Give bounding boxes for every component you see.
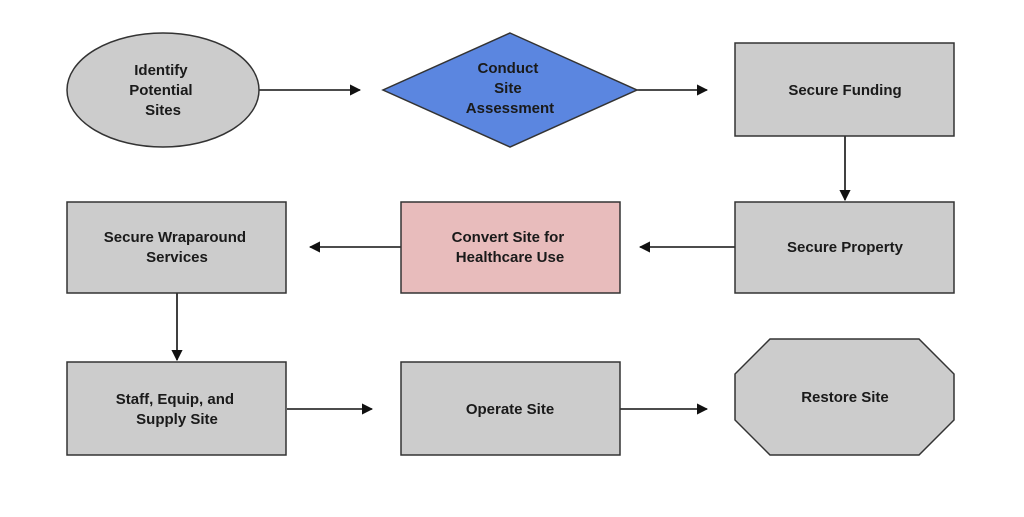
node-label: Convert Site for Healthcare Use — [452, 229, 569, 266]
node-secure-wraparound-services: Secure Wraparound Services — [66, 201, 287, 294]
node-convert-site-for-healthcare-use: Convert Site for Healthcare Use — [400, 201, 621, 294]
node-secure-property: Secure Property — [734, 201, 955, 294]
rect-shape — [734, 201, 955, 294]
diamond-shape — [381, 32, 639, 148]
node-secure-funding: Secure Funding — [734, 42, 955, 137]
rect-shape — [734, 42, 955, 137]
rect-shape — [66, 361, 287, 456]
node-restore-site: Restore Site — [734, 338, 955, 456]
octagon-shape — [734, 338, 955, 456]
node-label: Secure Property — [787, 239, 904, 256]
node-label: Identify Potential Sites — [129, 62, 197, 119]
connectors — [171, 84, 851, 415]
node-label: Secure Funding — [788, 82, 901, 99]
ellipse-shape — [66, 32, 260, 148]
rect-shape — [66, 201, 287, 294]
node-operate-site: Operate Site — [400, 361, 621, 456]
rect-shape — [400, 361, 621, 456]
node-label: Secure Wraparound Services — [104, 229, 250, 266]
node-label: Operate Site — [466, 401, 554, 418]
node-staff-equip-supply-site: Staff, Equip, and Supply Site — [66, 361, 287, 456]
node-label: Staff, Equip, and Supply Site — [116, 391, 239, 428]
rect-shape — [400, 201, 621, 294]
node-label: Restore Site — [801, 389, 889, 406]
node-conduct-site-assessment: Conduct Site Assessment — [381, 32, 639, 148]
node-identify-potential-sites: Identify Potential Sites — [66, 32, 260, 148]
node-label: Conduct Site Assessment — [466, 60, 554, 117]
